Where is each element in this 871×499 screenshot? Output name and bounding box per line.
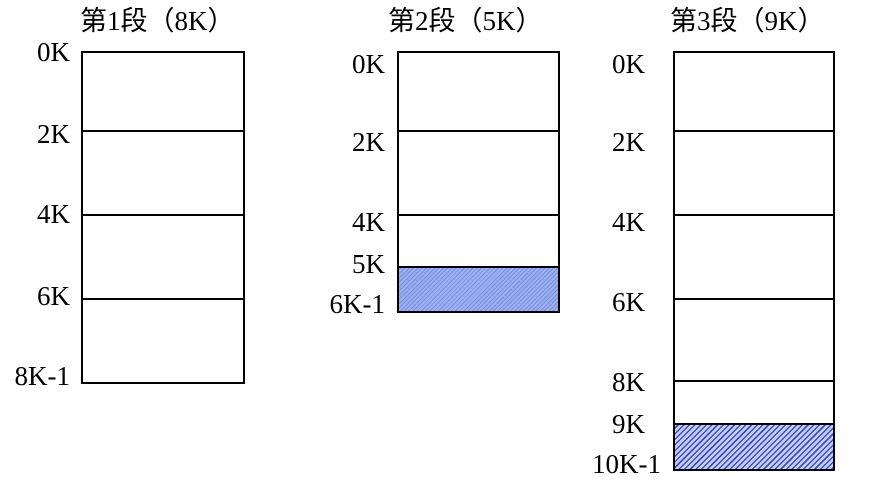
segment-3-label-2k: 2K bbox=[612, 127, 645, 157]
segment-1-label-6k: 6K bbox=[37, 281, 70, 311]
segment-2-block bbox=[397, 51, 560, 313]
segment-3-label-0k: 0K bbox=[612, 49, 645, 79]
segment-2-label-5k: 5K bbox=[352, 249, 385, 279]
segment-1-label-4k: 4K bbox=[37, 199, 70, 229]
segment-2-label-4k: 4K bbox=[352, 207, 385, 237]
segment-1-divider-2k bbox=[83, 130, 243, 132]
segment-1-label-0k: 0K bbox=[37, 37, 70, 67]
segment-3-divider-2k bbox=[675, 130, 833, 132]
segment-1-divider-6k bbox=[83, 298, 243, 300]
segment-3-label-10k-1: 10K-1 bbox=[592, 449, 661, 479]
segment-3-divider-4k bbox=[675, 214, 833, 216]
segment-1-block bbox=[81, 51, 245, 384]
segment-3-label-6k: 6K bbox=[612, 287, 645, 317]
segment-3-divider-6k bbox=[675, 298, 833, 300]
segment-3-label-9k: 9K bbox=[612, 409, 645, 439]
segment-3-block bbox=[673, 51, 835, 471]
segment-3-unused-region bbox=[675, 423, 833, 469]
segment-2-label-6k-1: 6K-1 bbox=[329, 289, 386, 319]
segment-3-divider-8k bbox=[675, 380, 833, 382]
segment-1-label-2k: 2K bbox=[37, 119, 70, 149]
segment-2-label-0k: 0K bbox=[352, 49, 385, 79]
segment-3-title: 第3段（9K） bbox=[670, 6, 825, 36]
segment-2-divider-2k bbox=[399, 130, 558, 132]
segment-1-label-8k-1: 8K-1 bbox=[14, 361, 71, 391]
segment-1-title: 第1段（8K） bbox=[80, 6, 235, 36]
segment-3-label-8k: 8K bbox=[612, 367, 645, 397]
segment-2-unused-region bbox=[399, 266, 558, 311]
segment-1-divider-4k bbox=[83, 214, 243, 216]
segment-2-divider-4k bbox=[399, 214, 558, 216]
segment-2-label-2k: 2K bbox=[352, 127, 385, 157]
segment-3-label-4k: 4K bbox=[612, 207, 645, 237]
segment-2-title: 第2段（5K） bbox=[388, 6, 543, 36]
